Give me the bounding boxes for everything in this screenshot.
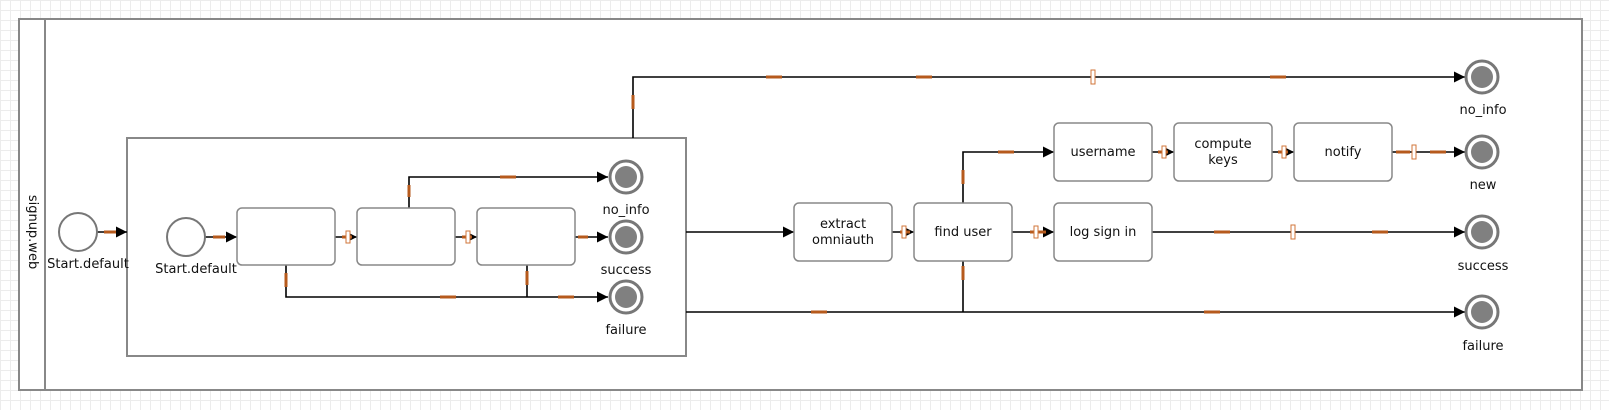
end-failure[interactable] — [1464, 294, 1500, 330]
end-failure-label: failure — [1462, 339, 1503, 354]
flow-task2-to-inner-no-info[interactable] — [408, 171, 608, 208]
inner-end-no-info[interactable] — [608, 159, 644, 195]
task-log-sign-in[interactable] — [1053, 202, 1153, 262]
task-username[interactable] — [1053, 122, 1153, 182]
flow-find-user-to-username[interactable] — [962, 146, 1054, 203]
lane-label: signup.web — [25, 195, 40, 269]
end-success[interactable] — [1464, 214, 1500, 250]
task-inner-3[interactable] — [476, 207, 576, 266]
task-inner-2[interactable] — [356, 207, 456, 266]
task-find-user-label: find user — [934, 225, 992, 240]
task-notify-label: notify — [1325, 145, 1362, 160]
task-extract-omniauth[interactable] — [793, 202, 893, 262]
task-extract-label-line2: omniauth — [812, 233, 874, 248]
outer-start-label: Start.default — [47, 257, 129, 272]
end-new-label: new — [1470, 178, 1497, 193]
task-compute-keys-label-line2: keys — [1208, 153, 1238, 168]
task-compute-keys[interactable] — [1173, 122, 1273, 182]
task-notify[interactable] — [1293, 122, 1393, 182]
task-log-sign-in-label: log sign in — [1070, 225, 1137, 240]
inner-end-success[interactable] — [608, 219, 644, 255]
task-inner-1[interactable] — [236, 207, 336, 266]
end-no-info-label: no_info — [1459, 103, 1506, 118]
flow-markers — [104, 69, 1446, 314]
inner-end-success-label: success — [601, 263, 652, 278]
task-compute-keys-label-line1: compute — [1194, 137, 1251, 152]
end-new[interactable] — [1464, 134, 1500, 170]
task-username-label: username — [1071, 145, 1136, 160]
task-extract-label-line1: extract — [820, 217, 866, 232]
end-success-label: success — [1458, 259, 1509, 274]
inner-end-failure[interactable] — [608, 279, 644, 315]
flow-subprocess-to-end-no-info[interactable] — [632, 71, 1465, 138]
inner-start-event[interactable] — [166, 217, 206, 257]
inner-start-label: Start.default — [155, 262, 237, 277]
inner-end-failure-label: failure — [605, 323, 646, 338]
inner-end-no-info-label: no_info — [602, 203, 649, 218]
outer-start-event[interactable] — [58, 212, 98, 252]
task-find-user[interactable] — [913, 202, 1013, 262]
end-no-info[interactable] — [1464, 59, 1500, 95]
